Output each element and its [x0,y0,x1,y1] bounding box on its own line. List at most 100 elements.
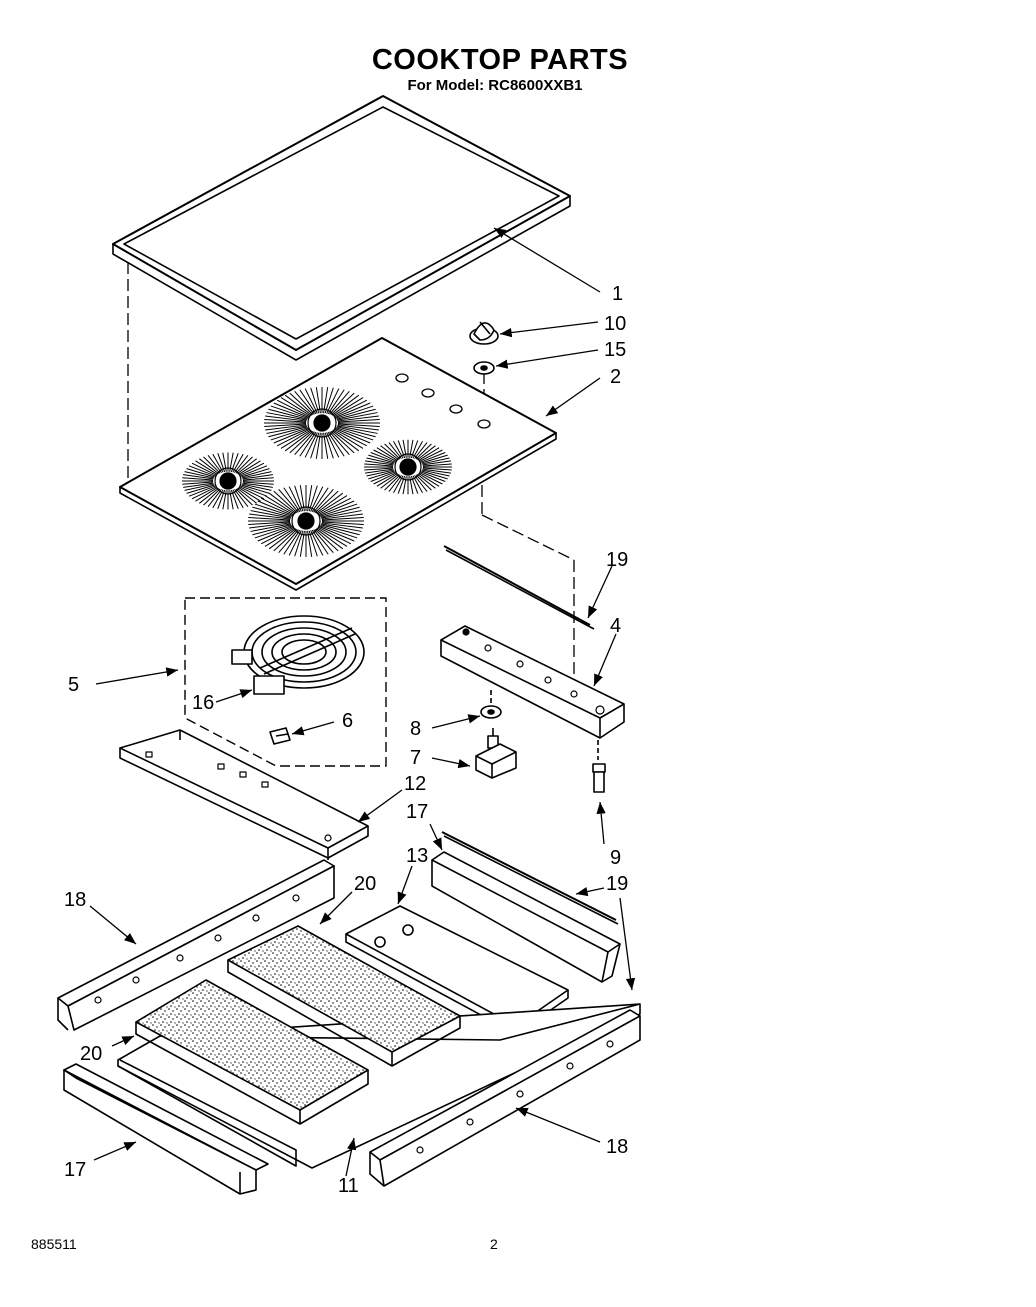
burner-ray [310,486,324,512]
burner-ray [276,428,310,447]
burner-ray [195,487,218,502]
burner-ray [283,529,301,555]
knob-holes [395,373,491,429]
burner-ray [314,528,339,552]
burner-ray [188,465,216,477]
burner-ray [365,460,394,466]
burner-ray [321,516,364,521]
burner-ray [264,423,307,428]
burner-ray [329,431,350,456]
part-15-washer [473,361,495,375]
part-18-side-rail-left [57,859,335,1031]
burner-ray [222,452,227,472]
burner-ray [327,389,345,415]
burner-marking-right [364,439,452,495]
burner-ray [366,457,394,465]
page-number: 2 [490,1236,498,1252]
burner-marking-rear-left [264,387,380,459]
burner-ray [242,474,273,480]
burner-ray [299,485,305,512]
burner-ray [230,453,239,473]
burner-ray [333,429,364,449]
part-10-knob [469,321,499,345]
burner-ray [317,495,348,515]
part-13-bracket-plate [345,905,569,1035]
burner-ray [239,486,265,500]
burner-ray [336,408,376,420]
burner-ray [242,481,274,485]
burner-ray [212,489,224,509]
burner-ray [308,485,318,512]
burner-ray [232,453,244,473]
burner-ray [419,449,443,462]
burner-ray [234,489,249,508]
callout-6: 6 [342,710,353,732]
burner-ray [397,475,406,494]
burner-ray [418,473,440,487]
burner-ray [313,488,334,513]
callout-20-front: 20 [80,1043,102,1065]
burner-ray [186,468,215,478]
burner-ray [337,415,379,422]
burner-ray [422,469,450,477]
burner-ray [330,430,355,454]
burner-ray [402,476,407,495]
page-title: COOKTOP PARTS [371,44,629,76]
burner-ray [207,454,222,473]
burner-ray [319,525,358,539]
burner-ray [268,492,297,514]
burner-ray [397,440,406,459]
burner-ray [311,529,329,555]
part-4-control-bracket [440,625,625,739]
burner-ray [410,475,419,494]
burner-ray [422,467,452,471]
burner-ray [241,484,270,494]
burner-ray [337,424,379,431]
burner-ray [254,503,293,517]
burner-ray [321,513,363,520]
burner-ray [183,474,214,480]
part-19-seal-upper [443,545,595,630]
burner-ray [203,488,221,506]
burner-ray [232,489,244,509]
burner-ray [294,485,304,512]
burner-ray [330,392,355,416]
burner-ray [199,458,219,475]
burner-ray [257,500,293,516]
part-9-indicator-light [592,740,606,793]
burner-ray [315,528,344,550]
burner-ray [334,428,368,447]
burner-ray [241,468,270,478]
burner-ray [402,439,407,458]
burner-ray [278,488,299,513]
burner-ray [254,525,293,539]
burner-ray [280,397,311,417]
burner-ray [299,431,317,457]
part-17-front-channel [63,1063,269,1195]
burner-ray [388,442,402,459]
burner-ray [268,528,297,550]
burner-ray [182,477,214,481]
burner-ray [313,529,334,554]
burner-ray [422,457,450,465]
burner-ray [366,469,394,477]
burner-ray [412,441,423,459]
callout-1: 1 [612,283,623,305]
burner-ray [268,408,308,420]
burner-ray [307,530,313,557]
callout-20-rear: 20 [354,873,376,895]
burner-ray [376,473,398,487]
burner-ray [422,468,451,474]
burner-ray [419,472,443,485]
burner-ray [284,394,313,416]
burner-ray [314,490,339,514]
burner-ray [388,475,402,492]
burner-ray [242,477,274,481]
burner-ray [335,402,371,418]
burner-ray [320,506,360,518]
leader-arrows [89,227,636,1177]
burner-ray [268,426,308,438]
burner-ray [248,521,291,526]
part-19-seal-lower [441,831,619,925]
